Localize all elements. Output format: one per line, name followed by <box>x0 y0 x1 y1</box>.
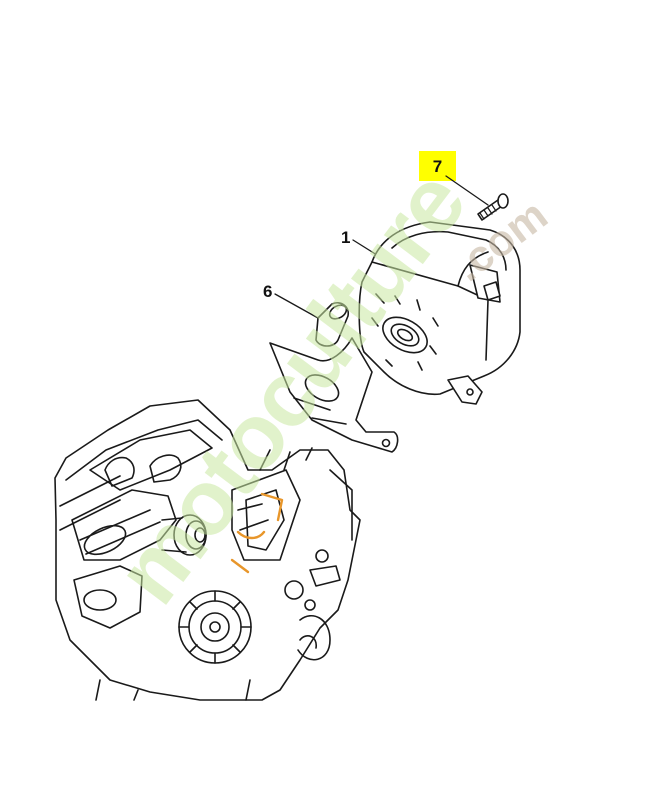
leader-line-6 <box>274 293 319 319</box>
leader-lines <box>274 175 489 319</box>
muffler-part-1 <box>358 221 521 405</box>
heat-shield-part-6 <box>269 301 399 453</box>
callout-label-6: 6 <box>263 282 273 301</box>
highlighted-engine-component <box>230 492 284 574</box>
callout-label-7: 7 <box>432 156 443 176</box>
callout-7-highlight <box>419 151 456 181</box>
leader-line-7 <box>445 175 489 206</box>
screw-part-7 <box>477 193 509 221</box>
callout-label-1: 1 <box>341 228 351 247</box>
engine-block <box>54 399 361 701</box>
leader-line-1 <box>352 239 378 256</box>
